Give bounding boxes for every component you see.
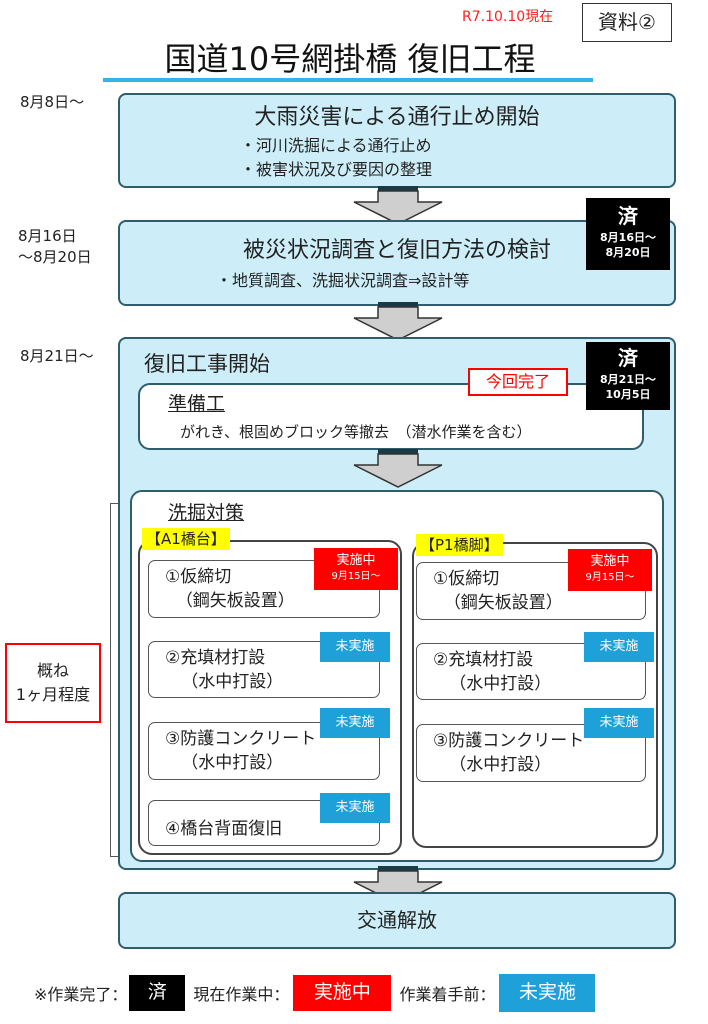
item-title: ③防護コンクリート [433,731,585,751]
step4-box: 交通解放 [118,892,676,949]
title-underline [103,78,593,82]
duration-bracket [110,503,118,857]
step1-title: 大雨災害による通行止め開始 [254,105,540,130]
a1-abutment-label: 【A1橋台】 [142,528,230,550]
step1-bullet: ・河川洗掘による通行止め [240,136,432,155]
flow-arrow [350,449,446,489]
step2-bullet: ・地質調査、洗掘状況調査⇒設計等 [216,271,470,290]
item-title: ②充填材打設 [165,648,266,668]
step2-date-start: 8月16日 [18,227,77,245]
item-subtitle: （水中打設） [449,755,552,775]
p1-item-3-status: 未実施 [584,708,654,738]
legend: ※作業完了： 済 現在作業中： 実施中 作業着手前： 未実施 [34,974,596,1012]
prep-work-title: 準備工 [168,393,226,415]
a1-item-3: ③防護コンクリート （水中打設） [148,722,380,780]
duration-label: 概ね 1ヶ月程度 [5,643,101,723]
a1-item-1-status: 実施中 9月15日～ [314,548,398,590]
done-period-start: 8月21日～ [600,373,656,386]
status-date: 9月15日～ [331,571,381,582]
item-title: ④橋台背面復旧 [165,819,283,839]
completed-now-label: 今回完了 [468,368,568,396]
done-label: 済 [618,346,638,370]
legend-inprogress-label: 現在作業中： [193,985,290,1004]
item-subtitle: （水中打設） [449,674,552,694]
prep-work-box: 準備工 がれき、根固めブロック等撤去 （潜水作業を含む） [138,383,644,450]
item-title: ②充填材打設 [433,650,534,670]
flow-arrow [350,302,446,342]
step3-title: 復旧工事開始 [144,352,270,376]
legend-notstarted-label: 作業着手前： [399,985,496,1004]
step2-title: 被災状況調査と復旧方法の検討 [242,238,551,263]
prep-work-desc: がれき、根固めブロック等撤去 （潜水作業を含む） [180,423,532,441]
step2-date-end: ～8月20日 [18,248,92,266]
a1-item-3-status: 未実施 [320,708,390,738]
p1-item-1-status: 実施中 9月15日～ [568,549,652,591]
document-label: 資料② [582,3,672,42]
p1-item-3: ③防護コンクリート （水中打設） [416,724,646,782]
legend-inprogress-swatch: 実施中 [293,975,392,1011]
step2-box: 被災状況調査と復旧方法の検討 ・地質調査、洗掘状況調査⇒設計等 [118,220,676,306]
item-subtitle: （鋼矢板設置） [175,591,295,611]
step1-box: 大雨災害による通行止め開始 ・河川洗掘による通行止め ・被害状況及び要因の整理 [118,93,676,188]
item-title: ①仮締切 [433,569,500,589]
p1-item-1: ①仮締切 （鋼矢板設置） [416,562,646,620]
duration-line2: 1ヶ月程度 [15,685,91,704]
step3-date: 8月21日～ [20,347,94,365]
done-period-end: 10月5日 [605,388,651,401]
page-title: 国道10号網掛橋 復旧工程 [164,40,536,78]
step1-date: 8月8日～ [20,93,85,111]
duration-line1: 概ね [36,661,69,680]
item-subtitle: （鋼矢板設置） [443,593,563,613]
step1-bullet: ・被害状況及び要因の整理 [240,160,433,179]
legend-done-swatch: 済 [129,975,186,1011]
status-date: 9月15日～ [585,572,635,583]
scour-title: 洗掘対策 [168,502,245,524]
status-label: 実施中 [336,553,376,568]
step2-date: 8月16日 ～8月20日 [18,226,92,268]
step4-title: 交通解放 [357,908,437,932]
a1-item-2-status: 未実施 [320,632,390,662]
step2-done-badge: 済 8月16日～ 8月20日 [586,198,670,270]
p1-item-2-status: 未実施 [584,632,654,662]
status-label: 実施中 [590,554,630,569]
p1-pier-label: 【P1橋脚】 [416,534,503,556]
item-subtitle: （水中打設） [181,672,284,692]
step3-done-badge: 済 8月21日～ 10月5日 [586,342,670,410]
legend-notstarted-swatch: 未実施 [499,974,596,1012]
done-period-end: 8月20日 [605,246,651,259]
done-label: 済 [618,204,638,228]
as-of-date: R7.10.10現在 [462,9,554,25]
item-subtitle: （水中打設） [181,753,284,773]
done-period-start: 8月16日～ [600,231,656,244]
item-title: ③防護コンクリート [165,729,317,749]
a1-item-4-status: 未実施 [320,793,390,823]
item-title: ①仮締切 [165,567,232,587]
legend-done-label: ※作業完了： [34,985,128,1004]
